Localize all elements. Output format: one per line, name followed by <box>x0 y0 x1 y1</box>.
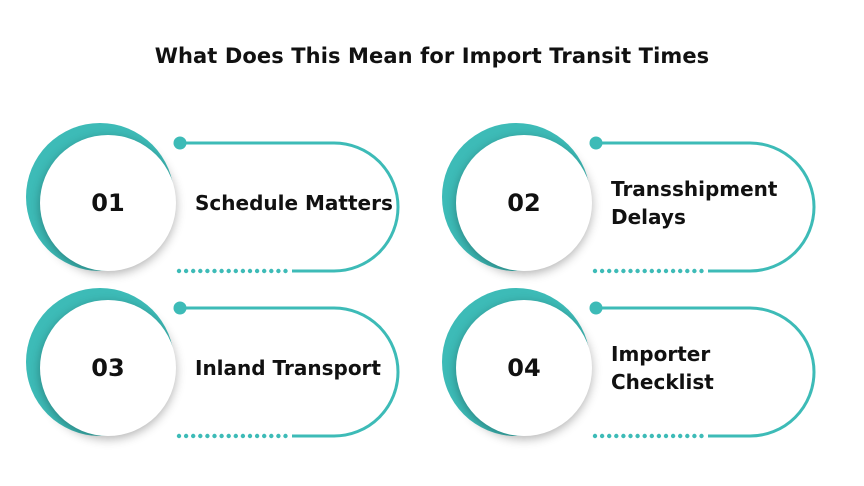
dotted-line-dot <box>628 268 633 274</box>
dotted-line-dot <box>649 433 654 439</box>
dotted-line-dot <box>678 433 683 439</box>
dotted-line-dot <box>607 268 612 274</box>
connector-dot <box>589 301 603 315</box>
dotted-line-dot <box>283 268 288 274</box>
item-card-2: 02 Transshipment Delays <box>428 118 828 278</box>
dotted-line-dot <box>191 433 196 439</box>
dotted-line-dot <box>212 433 217 439</box>
dotted-line-dot <box>226 268 231 274</box>
number-circle <box>40 300 176 436</box>
item-number: 02 <box>507 189 541 217</box>
item-card-4: 04 Importer Checklist <box>428 283 828 443</box>
dotted-line-dot <box>276 268 281 274</box>
connector-dot <box>173 301 187 315</box>
dotted-line-dot <box>233 268 238 274</box>
item-number: 04 <box>507 354 541 382</box>
dotted-line-dot <box>198 433 203 439</box>
dotted-line-dot <box>262 433 267 439</box>
dotted-line-dot <box>656 268 662 274</box>
dotted-line-dot <box>692 268 697 274</box>
dotted-line-dot <box>670 433 676 439</box>
dotted-line-dot <box>262 268 267 274</box>
dotted-line-dot <box>621 268 626 274</box>
dotted-line-dot <box>663 433 669 439</box>
dotted-line-dot <box>599 268 605 274</box>
dotted-line-dot <box>628 433 633 439</box>
outline-stroke <box>596 141 816 273</box>
dotted-line-dot <box>219 433 224 439</box>
dotted-line-dot <box>254 268 260 274</box>
outline-stroke <box>180 306 400 438</box>
dotted-line-dot <box>269 268 274 274</box>
dotted-line-dot <box>240 433 246 439</box>
dotted-line-dot <box>240 268 246 274</box>
dotted-line-dot <box>233 433 238 439</box>
dotted-line-dot <box>685 268 690 274</box>
dotted-line-dot <box>283 433 288 439</box>
dotted-line-dot <box>685 433 690 439</box>
dotted-line-dot <box>247 433 253 439</box>
dotted-line-dot <box>183 433 189 439</box>
dotted-line-dot <box>699 433 704 439</box>
dotted-line-dot <box>614 268 619 274</box>
dotted-line-dot <box>642 268 647 274</box>
dotted-line-dot <box>247 268 253 274</box>
item-number: 03 <box>91 354 125 382</box>
item-card-3: 03 Inland Transport <box>12 283 412 443</box>
item-label: Importer Checklist <box>611 342 714 394</box>
dotted-line-dot <box>599 433 605 439</box>
dotted-line-dot <box>678 268 683 274</box>
dotted-line-dot <box>656 433 662 439</box>
dotted-line-dot <box>176 433 182 439</box>
number-circle <box>40 135 176 271</box>
dotted-line-dot <box>635 268 640 274</box>
dotted-line-dot <box>226 433 231 439</box>
dotted-line-dot <box>212 268 217 274</box>
dotted-line-dot <box>276 433 281 439</box>
dotted-line-dot <box>205 433 210 439</box>
dotted-line-dot <box>635 433 640 439</box>
dotted-line-dot <box>219 268 224 274</box>
page-title: What Does This Mean for Import Transit T… <box>154 44 710 68</box>
dotted-line-dot <box>621 433 626 439</box>
item-card-1: 01 Schedule Matters <box>12 118 412 278</box>
item-label: Schedule Matters <box>195 191 393 215</box>
dotted-line-dot <box>592 433 598 439</box>
dotted-line-dot <box>183 268 189 274</box>
dotted-line-dot <box>614 433 619 439</box>
connector-dot <box>173 136 187 150</box>
dotted-line-dot <box>191 268 196 274</box>
dotted-line-dot <box>692 433 697 439</box>
item-label: Transshipment Delays <box>611 177 778 229</box>
dotted-line-dot <box>663 268 669 274</box>
item-number: 01 <box>91 189 125 217</box>
dotted-line-dot <box>607 433 612 439</box>
dotted-line-dot <box>649 268 654 274</box>
dotted-line-dot <box>699 268 704 274</box>
dotted-line-dot <box>176 268 182 274</box>
number-circle <box>456 300 592 436</box>
connector-dot <box>589 136 603 150</box>
item-label: Inland Transport <box>195 356 381 380</box>
number-circle <box>456 135 592 271</box>
dotted-line-dot <box>205 268 210 274</box>
outline-stroke <box>596 306 816 438</box>
outline-stroke <box>180 141 400 273</box>
dotted-line-dot <box>254 433 260 439</box>
dotted-line-dot <box>592 268 598 274</box>
dotted-line-dot <box>642 433 647 439</box>
dotted-line-dot <box>269 433 274 439</box>
dotted-line-dot <box>670 268 676 274</box>
dotted-line-dot <box>198 268 203 274</box>
